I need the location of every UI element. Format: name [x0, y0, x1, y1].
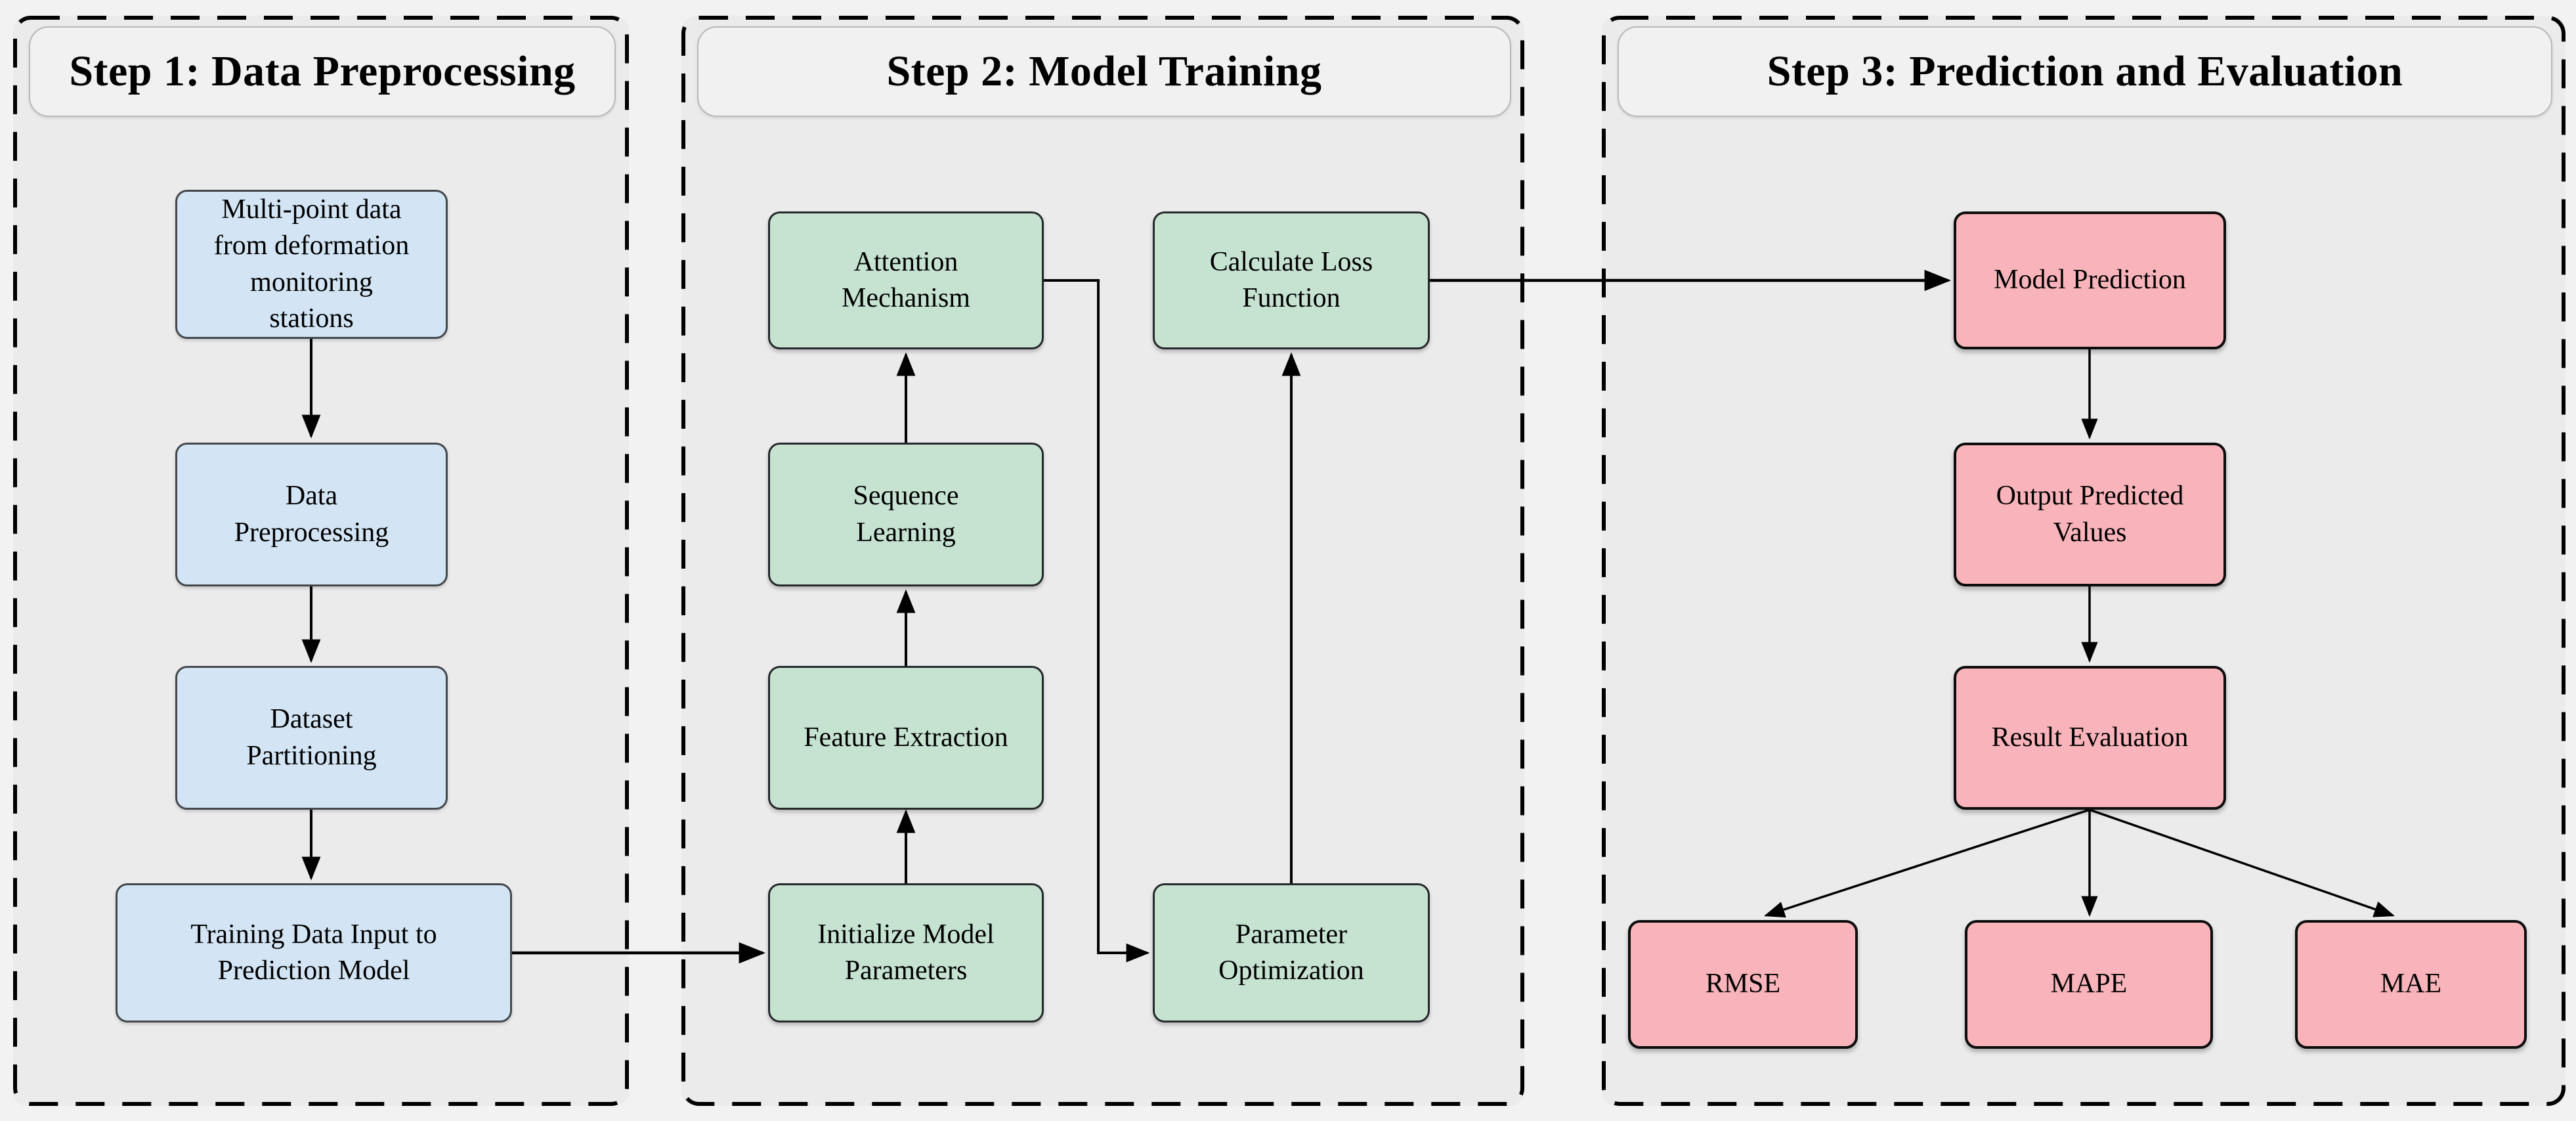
box-model-prediction: Model Prediction: [1954, 211, 2226, 349]
box-output-predicted-values-label: Output Predicted Values: [1996, 481, 2184, 548]
box-sequence-learning: Sequence Learning: [768, 443, 1044, 586]
box-multipoint-data-label: Multi-point data from deformation monito…: [213, 194, 410, 334]
box-rmse-label: RMSE: [1705, 969, 1781, 1000]
step2-header: Step 2: Model Training: [697, 26, 1511, 117]
box-output-predicted-values: Output Predicted Values: [1954, 443, 2226, 586]
box-calculate-loss-function-label: Calculate Loss Function: [1209, 246, 1373, 313]
box-mape-label: MAPE: [2050, 969, 2128, 1000]
box-multipoint-data: Multi-point data from deformation monito…: [175, 190, 448, 339]
box-rmse: RMSE: [1628, 920, 1858, 1049]
box-dataset-partitioning: Dataset Partitioning: [175, 666, 448, 810]
box-dataset-partitioning-label: Dataset Partitioning: [246, 704, 377, 771]
step3-title: Step 3: Prediction and Evaluation: [1767, 47, 2403, 95]
box-mae: MAE: [2295, 920, 2527, 1049]
box-result-evaluation-label: Result Evaluation: [1991, 722, 2189, 753]
box-model-prediction-label: Model Prediction: [1994, 265, 2186, 296]
step1-title: Step 1: Data Preprocessing: [69, 47, 576, 95]
step3-header: Step 3: Prediction and Evaluation: [1618, 26, 2552, 117]
box-training-data-input-label: Training Data Input to Prediction Model: [190, 919, 437, 986]
box-attention-mechanism-label: Attention Mechanism: [842, 246, 970, 313]
box-parameter-optimization-label: Parameter Optimization: [1218, 919, 1364, 986]
box-feature-extraction: Feature Extraction: [768, 666, 1044, 810]
box-calculate-loss-function: Calculate Loss Function: [1153, 211, 1430, 349]
box-data-preprocessing-label: Data Preprocessing: [234, 481, 389, 548]
box-parameter-optimization: Parameter Optimization: [1153, 883, 1430, 1022]
box-result-evaluation: Result Evaluation: [1954, 666, 2226, 810]
box-data-preprocessing: Data Preprocessing: [175, 443, 448, 586]
box-initialize-model-parameters-label: Initialize Model Parameters: [817, 919, 995, 986]
box-sequence-learning-label: Sequence Learning: [853, 481, 959, 548]
box-mae-label: MAE: [2380, 969, 2442, 1000]
box-mape: MAPE: [1965, 920, 2213, 1049]
box-feature-extraction-label: Feature Extraction: [804, 722, 1008, 753]
step2-title: Step 2: Model Training: [886, 47, 1322, 95]
box-training-data-input: Training Data Input to Prediction Model: [116, 883, 512, 1022]
box-attention-mechanism: Attention Mechanism: [768, 211, 1044, 349]
box-initialize-model-parameters: Initialize Model Parameters: [768, 883, 1044, 1022]
step1-header: Step 1: Data Preprocessing: [29, 26, 616, 117]
